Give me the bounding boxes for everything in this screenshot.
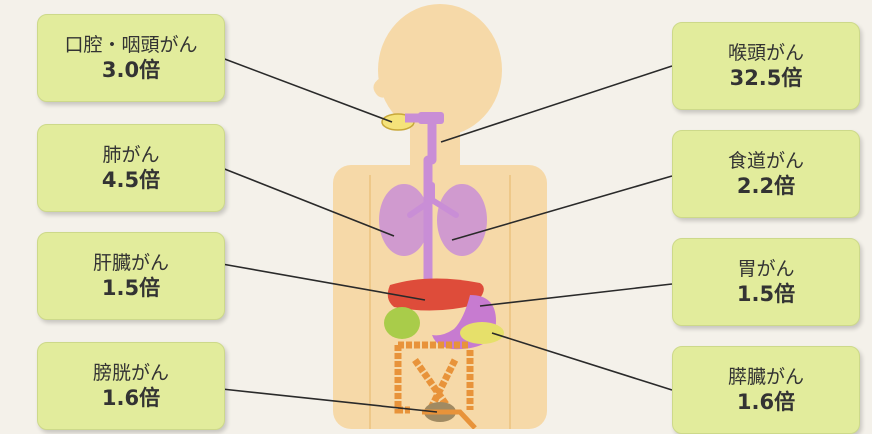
leader-oral	[222, 58, 392, 122]
esophagus-name: 食道がん	[728, 149, 804, 173]
bladder-ratio: 1.6倍	[102, 385, 160, 411]
liver-name: 肝臓がん	[93, 251, 169, 275]
larynx-ratio: 32.5倍	[730, 65, 803, 91]
larynx-organ	[418, 112, 444, 124]
label-box-stomach: 胃がん 1.5倍	[672, 238, 860, 326]
lung-left	[379, 184, 429, 256]
lung-name: 肺がん	[102, 143, 159, 167]
pancreas-organ	[460, 322, 504, 344]
label-box-bladder: 膀胱がん 1.6倍	[37, 342, 225, 430]
esophagus-ratio: 2.2倍	[737, 173, 795, 199]
oral-ratio: 3.0倍	[102, 57, 160, 83]
label-box-pancreas: 膵臓がん 1.6倍	[672, 346, 860, 434]
lung-right	[437, 184, 487, 256]
lung-ratio: 4.5倍	[102, 167, 160, 193]
larynx-name: 喉頭がん	[728, 41, 804, 65]
label-box-oral: 口腔・咽頭がん 3.0倍	[37, 14, 225, 102]
stomach-name: 胃がん	[737, 257, 794, 281]
stomach-ratio: 1.5倍	[737, 281, 795, 307]
pancreas-name: 膵臓がん	[728, 365, 804, 389]
label-box-larynx: 喉頭がん 32.5倍	[672, 22, 860, 110]
label-box-lung: 肺がん 4.5倍	[37, 124, 225, 212]
gallbladder-organ	[384, 307, 420, 339]
pancreas-ratio: 1.6倍	[737, 389, 795, 415]
label-box-liver: 肝臓がん 1.5倍	[37, 232, 225, 320]
label-box-esophagus: 食道がん 2.2倍	[672, 130, 860, 218]
oral-name: 口腔・咽頭がん	[64, 33, 197, 57]
liver-ratio: 1.5倍	[102, 275, 160, 301]
bladder-name: 膀胱がん	[93, 361, 169, 385]
